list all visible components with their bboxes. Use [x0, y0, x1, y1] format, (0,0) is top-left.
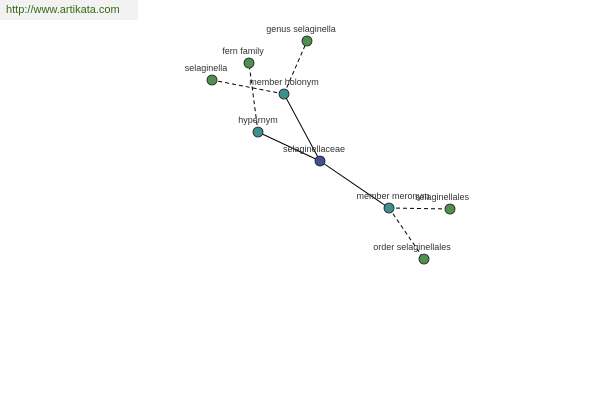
node-label-selaginella[interactable]: selaginella: [185, 63, 228, 73]
node-label-member-meronym[interactable]: member meronym: [356, 191, 429, 201]
node-label-hypernym[interactable]: hypernym: [238, 115, 278, 125]
node-order-selaginellales[interactable]: order selaginellales: [373, 242, 451, 265]
edge-member-holonym-to-selaginella: [211, 79, 285, 95]
edge-hypernym-to-fern-family: [248, 62, 259, 133]
nodes-layer: selaginellaceae member holonym hypernym mem…: [185, 24, 470, 265]
node-dot-selaginellaceae[interactable]: [314, 155, 326, 167]
edge-selaginellaceae-to-member-meronym: [319, 160, 390, 209]
watermark-url[interactable]: http://www.artikata.com: [0, 0, 138, 20]
node-label-member-holonym[interactable]: member holonym: [249, 77, 319, 87]
node-member-holonym[interactable]: member holonym: [249, 77, 319, 100]
node-label-selaginellales[interactable]: selaginellales: [415, 192, 470, 202]
edge-selaginellaceae-to-hypernym: [257, 131, 321, 162]
edge-selaginellaceae-to-member-holonym: [283, 93, 321, 162]
edge-member-meronym-to-order-selaginellales: [388, 207, 425, 260]
node-selaginella[interactable]: selaginella: [185, 63, 228, 86]
node-dot-hypernym[interactable]: [252, 126, 264, 138]
node-dot-genus-selaginella[interactable]: [301, 35, 313, 47]
node-selaginellales[interactable]: selaginellales: [415, 192, 470, 215]
node-dot-selaginellales[interactable]: [444, 203, 456, 215]
node-dot-fern-family[interactable]: [243, 57, 255, 69]
node-label-order-selaginellales[interactable]: order selaginellales: [373, 242, 451, 252]
node-dot-member-holonym[interactable]: [278, 88, 290, 100]
edges-layer: [211, 40, 451, 260]
node-label-genus-selaginella[interactable]: genus selaginella: [266, 24, 336, 34]
node-dot-selaginella[interactable]: [206, 74, 218, 86]
node-dot-member-meronym[interactable]: [383, 202, 395, 214]
node-genus-selaginella[interactable]: genus selaginella: [266, 24, 336, 47]
node-selaginellaceae[interactable]: selaginellaceae: [283, 144, 345, 167]
node-label-fern-family[interactable]: fern family: [222, 46, 264, 56]
node-hypernym[interactable]: hypernym: [238, 115, 278, 138]
node-fern-family[interactable]: fern family: [222, 46, 264, 69]
node-member-meronym[interactable]: member meronym: [356, 191, 430, 214]
edge-member-meronym-to-selaginellales: [388, 207, 451, 210]
node-dot-order-selaginellales[interactable]: [418, 253, 430, 265]
edge-member-holonym-to-genus-selaginella: [283, 40, 308, 95]
node-label-selaginellaceae[interactable]: selaginellaceae: [283, 144, 345, 154]
